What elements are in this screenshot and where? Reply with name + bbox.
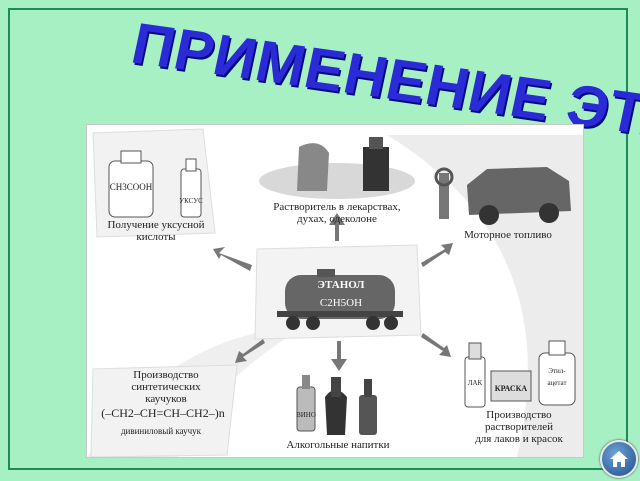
center-name: ЭТАНОЛ	[317, 279, 365, 291]
acid-bottle-label: CH3COOH	[109, 182, 153, 192]
arrows	[213, 213, 453, 371]
home-button[interactable]	[600, 440, 638, 478]
slide-frame	[8, 8, 628, 470]
drinks-caption: Алкогольные напитки	[286, 439, 390, 451]
center-formula: C2H5OH	[319, 297, 363, 309]
solvents-panel	[464, 340, 576, 408]
arrow-to-drinks	[331, 341, 347, 371]
rubber-formula: (–CH2–CH=CH–CH2–)n	[101, 406, 225, 420]
acetic-acid-panel	[92, 128, 216, 238]
motor-fuel-panel	[434, 167, 571, 225]
vodka-label: ВИНО	[296, 411, 316, 419]
fuel-caption: Моторное топливо	[464, 229, 552, 241]
medicine-caption: Растворитель в лекарствах,духах, одеколо…	[273, 201, 401, 225]
rubber-panel	[90, 364, 238, 457]
lak-label: ЛАК	[467, 379, 483, 387]
drinks-panel	[296, 375, 377, 435]
ethyl-acetate-label: Этил- ацетат	[547, 367, 567, 387]
arrow-to-acid	[213, 247, 252, 271]
background-swoosh	[387, 135, 583, 457]
arrow-to-fuel	[421, 243, 453, 267]
ethanol-tank-card	[254, 244, 422, 340]
arrow-to-medicine	[329, 213, 345, 241]
home-icon	[610, 451, 628, 467]
acid-small-bottle-label: УКСУС	[179, 197, 203, 205]
arrow-to-rubber	[235, 339, 265, 363]
kraska-label: КРАСКА	[494, 384, 528, 393]
arrow-to-solvents	[421, 333, 451, 357]
rubber-name: дивиниловый каучук	[120, 426, 202, 436]
medicine-panel	[259, 137, 415, 199]
